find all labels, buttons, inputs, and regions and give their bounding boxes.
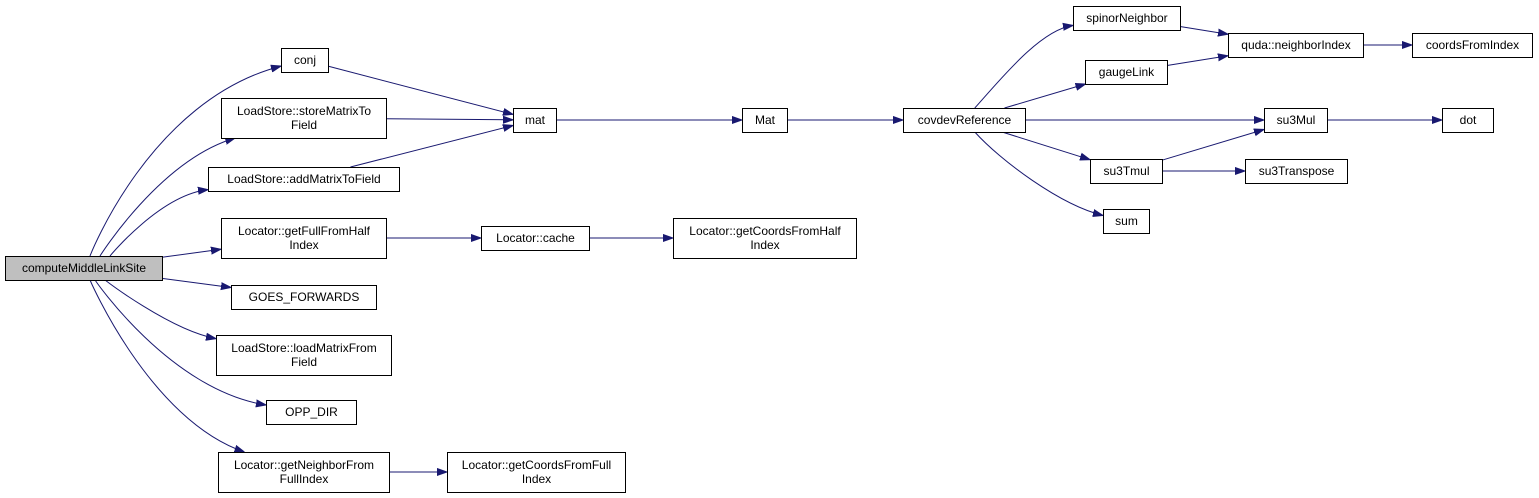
node-label: Mat (755, 113, 776, 127)
node-box (481, 226, 590, 251)
edge-conj-to-mat (327, 65, 513, 114)
node-label: su3Mul (1277, 113, 1316, 127)
node-label: su3Tmul (1103, 164, 1149, 178)
node-box (513, 108, 557, 133)
node-dot[interactable]: dot (1442, 108, 1494, 133)
node-label: Locator::getFullFromHalf (238, 224, 371, 238)
node-label: LoadStore::storeMatrixTo (237, 104, 371, 118)
node-label: spinorNeighbor (1086, 11, 1167, 25)
node-coordsFromIndex[interactable]: coordsFromIndex (1412, 33, 1533, 58)
node-label: coordsFromIndex (1426, 38, 1519, 52)
node-label: Locator::getCoordsFromHalf (689, 224, 841, 238)
node-box (221, 218, 387, 259)
node-goesForwards[interactable]: GOES_FORWARDS (231, 285, 377, 310)
node-spinorNeighbor[interactable]: spinorNeighbor (1073, 6, 1181, 31)
node-gaugeLink[interactable]: gaugeLink (1085, 60, 1168, 85)
node-box (231, 285, 377, 310)
edge-compute-to-oppDir (94, 279, 266, 405)
node-box (447, 452, 626, 493)
edge-gaugeLink-to-neighborIndex (1166, 56, 1228, 66)
node-box (1085, 60, 1168, 85)
node-box (281, 48, 329, 73)
edge-covdev-to-su3Tmul (1001, 131, 1090, 160)
edge-compute-to-loadMatrix (104, 279, 216, 339)
node-compute[interactable]: computeMiddleLinkSite (5, 256, 163, 281)
node-box (673, 218, 857, 259)
node-oppDir[interactable]: OPP_DIR (266, 400, 357, 425)
node-label: GOES_FORWARDS (249, 290, 360, 304)
node-su3Transpose[interactable]: su3Transpose (1245, 159, 1348, 184)
node-label: su3Transpose (1259, 164, 1335, 178)
node-label: Locator::getNeighborFrom (234, 458, 374, 472)
node-label: covdevReference (918, 113, 1012, 127)
node-label: LoadStore::addMatrixToField (227, 172, 380, 186)
edge-compute-to-getFullFromHalf (161, 249, 221, 258)
node-box (1442, 108, 1494, 133)
node-conj[interactable]: conj (281, 48, 329, 73)
nodes-layer: computeMiddleLinkSite conjLoadStore::stor… (5, 6, 1533, 493)
node-box (1412, 33, 1533, 58)
node-su3Tmul[interactable]: su3Tmul (1090, 159, 1163, 184)
node-mat[interactable]: mat (513, 108, 557, 133)
edge-compute-to-addMatrix (109, 190, 208, 257)
edge-addMatrix-to-mat (350, 125, 513, 168)
node-label: Locator::getCoordsFromFull (462, 458, 611, 472)
node-label: Index (522, 472, 551, 486)
node-label: FullIndex (280, 472, 329, 486)
node-box (266, 400, 357, 425)
node-box (216, 335, 392, 376)
node-label: LoadStore::loadMatrixFrom (231, 341, 376, 355)
node-label: Field (291, 355, 317, 369)
node-box (221, 98, 387, 139)
node-box (208, 167, 400, 192)
node-cache[interactable]: Locator::cache (481, 226, 590, 251)
node-box (1245, 159, 1348, 184)
node-sum[interactable]: sum (1103, 209, 1150, 234)
node-label: computeMiddleLinkSite (22, 261, 146, 275)
node-label: OPP_DIR (285, 405, 338, 419)
node-label: mat (525, 113, 546, 127)
node-label: Index (750, 238, 779, 252)
node-label: quda::neighborIndex (1241, 38, 1350, 52)
node-label: conj (294, 53, 316, 67)
node-label: Locator::cache (496, 231, 575, 245)
node-box (1090, 159, 1163, 184)
node-covdev[interactable]: covdevReference (903, 108, 1026, 133)
edge-storeMatrix-to-mat (385, 119, 513, 120)
edge-covdev-to-gaugeLink (1004, 84, 1086, 109)
node-box (742, 108, 788, 133)
edge-compute-to-getNeighbor (89, 279, 244, 452)
node-label: sum (1115, 214, 1138, 228)
node-box (1103, 209, 1150, 234)
node-Mat[interactable]: Mat (742, 108, 788, 133)
node-neighborIndex[interactable]: quda::neighborIndex (1228, 33, 1364, 58)
node-box (903, 108, 1026, 133)
node-box (1228, 33, 1364, 58)
edge-covdev-to-spinorNeighbor (974, 25, 1073, 109)
edge-su3Tmul-to-su3Mul (1161, 129, 1264, 161)
node-box (1264, 108, 1328, 133)
edge-compute-to-goesForwards (161, 277, 231, 287)
node-su3Mul[interactable]: su3Mul (1264, 108, 1328, 133)
edges-layer (89, 25, 1442, 472)
node-label: dot (1460, 113, 1477, 127)
node-box (218, 452, 390, 493)
node-label: Field (291, 118, 317, 132)
node-label: Index (289, 238, 318, 252)
node-box (1073, 6, 1181, 31)
edge-spinorNeighbor-to-neighborIndex (1179, 26, 1228, 35)
node-box (5, 256, 163, 281)
node-addMatrix[interactable]: LoadStore::addMatrixToField (208, 167, 400, 192)
edge-compute-to-storeMatrix (99, 138, 235, 257)
edge-compute-to-conj (89, 66, 281, 257)
edge-covdev-to-sum (974, 131, 1103, 215)
node-label: gaugeLink (1099, 65, 1155, 79)
